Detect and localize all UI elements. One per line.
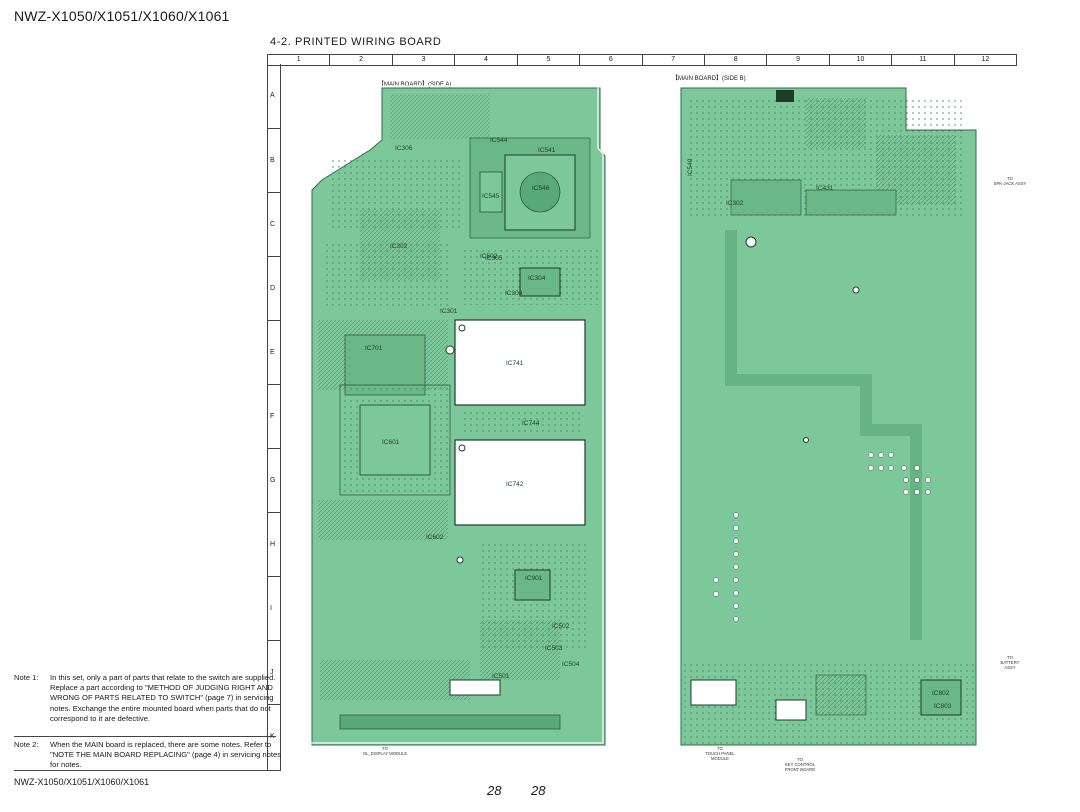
- grid-col: 2: [329, 55, 391, 65]
- ic-label: IC504: [562, 661, 580, 668]
- grid-col: 10: [828, 55, 891, 65]
- ic-label: IC741: [506, 360, 524, 367]
- note-divider: [14, 736, 276, 737]
- grid-col: 1: [296, 56, 301, 63]
- ic-label: IC901: [525, 575, 543, 582]
- grid-row: D: [268, 256, 280, 321]
- ic-label: IC306: [395, 145, 413, 152]
- page-number-right: 28: [531, 783, 546, 798]
- grid-row-bar: A B C D E F G H I J K: [267, 64, 281, 771]
- board-a-label: 【MAIN BOARD】(SIDE A): [378, 82, 452, 88]
- callout-speaker-jack: TO SPK-JACK ASSY: [993, 176, 1027, 186]
- ic-label: IC742: [506, 481, 524, 488]
- grid-row: G: [268, 448, 280, 513]
- ic-label: IC802: [932, 690, 950, 697]
- section-title: 4-2. PRINTED WIRING BOARD: [270, 36, 442, 48]
- grid-col: 5: [516, 55, 579, 65]
- grid-row: B: [268, 128, 280, 193]
- page-number-left: 28: [487, 783, 502, 798]
- ic-label: IC701: [365, 345, 383, 352]
- callout-battery: TO BATTERY ASSY: [1000, 655, 1020, 670]
- grid-row: C: [268, 192, 280, 257]
- ic-label: IC501: [492, 673, 510, 680]
- ic-label: IC431: [816, 185, 834, 192]
- grid-col: 6: [579, 55, 641, 65]
- ic-label: IC744: [522, 420, 540, 427]
- note-label: Note 1:: [14, 673, 39, 682]
- ic-label: IC302: [726, 200, 744, 207]
- ic-label: IC304: [528, 275, 546, 282]
- callout-key-control: TO KEY CONTROL FRONT BOARD: [784, 757, 816, 772]
- note-text: In this set, only a part of parts that r…: [50, 673, 276, 723]
- ic-label: IC502: [552, 623, 570, 630]
- grid-row: E: [268, 320, 280, 385]
- grid-col: 12: [953, 55, 1016, 65]
- ic-label: IC503: [545, 645, 563, 652]
- grid-row: H: [268, 512, 280, 577]
- grid-col: 7: [641, 55, 704, 65]
- main-board-side-a: IC544 IC541 IC546 IC545 IC302 IC502 IC30…: [309, 85, 606, 746]
- ic-label: IC301: [440, 308, 458, 315]
- ic-label: IC302: [390, 243, 408, 250]
- note-text: When the MAIN board is replaced, there a…: [50, 740, 282, 770]
- ic-label: IC502: [480, 253, 498, 260]
- ic-label: IC601: [382, 439, 400, 446]
- grid-row: I: [268, 576, 280, 641]
- note-divider: [14, 770, 276, 771]
- ic-label: IC541: [538, 147, 556, 154]
- grid-col: 11: [891, 55, 953, 65]
- ic-label: IC305: [485, 255, 503, 262]
- grid-col: 9: [766, 55, 828, 65]
- model-title: NWZ-X1050/X1051/X1060/X1061: [14, 8, 230, 24]
- ic-label: IC546: [532, 185, 550, 192]
- callout-display-module: TO OL_DISPLAY MODULE: [362, 746, 408, 756]
- grid-column-header: 1 2 3 4 5 6 7 8 9 10 11 12: [267, 54, 1017, 66]
- grid-row: J: [268, 640, 280, 705]
- note-2: Note 2: When the MAIN board is replaced,…: [14, 740, 281, 770]
- grid-col: 8: [703, 55, 766, 65]
- note-1: Note 1: In this set, only a part of part…: [14, 673, 278, 733]
- ic-label: IC544: [490, 137, 508, 144]
- footer-model-title: NWZ-X1050/X1051/X1060/X1061: [14, 777, 150, 787]
- grid-col: 3: [391, 55, 454, 65]
- ic-label: IC602: [426, 534, 444, 541]
- board-b-label: 【MAIN BOARD】(SIDE B): [672, 76, 746, 82]
- callout-touch-panel: TO TOUCH PANEL MODULE: [705, 746, 735, 761]
- grid-row: F: [268, 384, 280, 449]
- main-board-side-b: IC540 IC302 IC431 IC802 IC803: [680, 87, 977, 746]
- grid-row: A: [270, 92, 275, 99]
- ic-label: IC303: [505, 290, 523, 297]
- ic-label: IC545: [482, 193, 500, 200]
- ic-label: IC803: [934, 703, 952, 710]
- ic-label: IC540: [687, 158, 694, 176]
- grid-col: 4: [454, 55, 516, 65]
- note-label: Note 2:: [14, 740, 39, 749]
